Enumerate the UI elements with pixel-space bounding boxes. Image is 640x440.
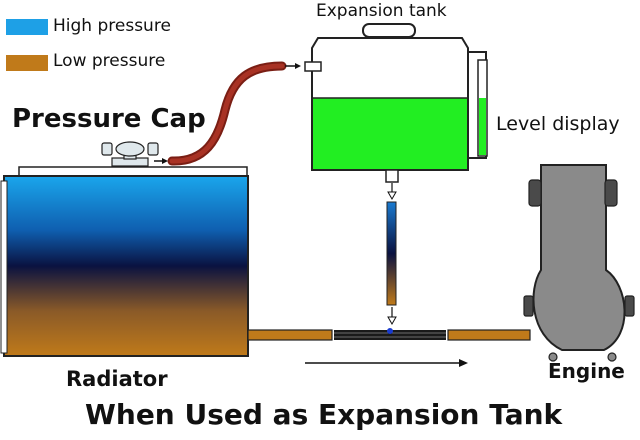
junction-point — [387, 328, 393, 334]
tank-coolant — [313, 98, 467, 169]
diagram-caption: When Used as Expansion Tank — [85, 398, 563, 431]
pipe-junction — [334, 330, 446, 340]
engine-body — [532, 164, 626, 351]
flow-arrow — [305, 359, 468, 367]
legend-swatch-high-pressure — [6, 19, 48, 35]
hose-arrow-to-tank — [285, 63, 301, 69]
cap-arrow-to-hose — [154, 158, 168, 164]
radiator — [0, 166, 249, 357]
engine — [523, 164, 635, 362]
tank-inlet-port — [304, 61, 322, 72]
label-engine: Engine — [548, 359, 625, 383]
expansion-tank — [304, 23, 469, 183]
radiator-top-plate — [18, 166, 248, 177]
level-display — [468, 51, 488, 159]
label-expansion-tank: Expansion tank — [316, 1, 447, 21]
outlet-arrow-down — [387, 183, 397, 201]
tank-handle — [362, 23, 416, 38]
legend-label-low-pressure: Low pressure — [53, 51, 166, 71]
radiator-core — [3, 175, 249, 357]
label-pressure-cap: Pressure Cap — [12, 104, 206, 134]
tank-outlet-port — [385, 169, 399, 183]
bottom-pipe — [247, 328, 531, 341]
pressure-cap — [101, 141, 159, 167]
legend-label-high-pressure: High pressure — [53, 16, 171, 36]
label-radiator: Radiator — [66, 367, 168, 391]
legend-swatch-low-pressure — [6, 55, 48, 71]
return-arrow-down — [387, 307, 397, 326]
tank-return-tube — [386, 201, 397, 306]
level-display-fluid — [479, 98, 486, 155]
label-level-display: Level display — [496, 113, 620, 135]
